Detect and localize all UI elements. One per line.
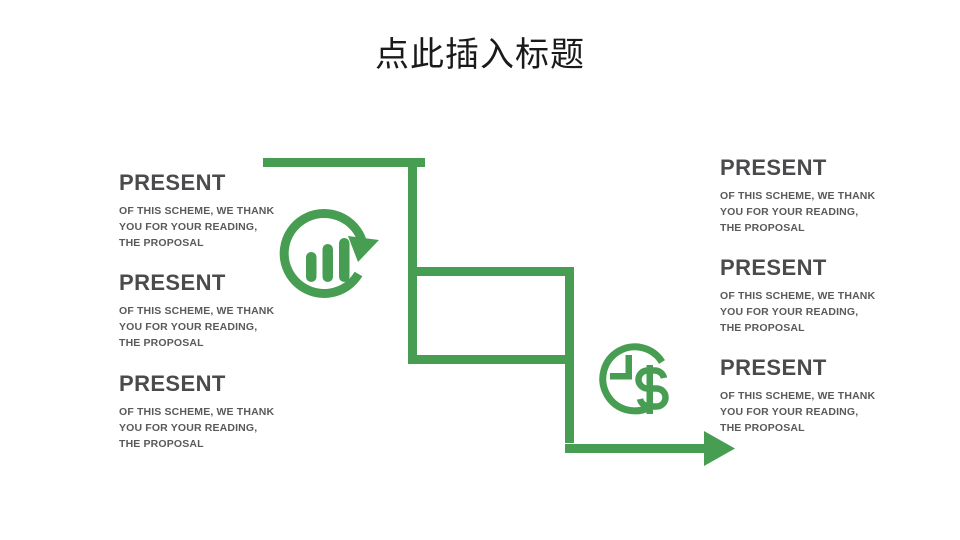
block-body-line: YOU FOR YOUR READING,	[720, 406, 859, 419]
stair-segment-middle-horizontal	[408, 267, 574, 276]
block-heading: PRESENT	[720, 355, 827, 380]
arrow-head-icon	[704, 431, 735, 466]
bar-2	[322, 244, 333, 282]
bar-1	[306, 252, 317, 282]
block-heading: PRESENT	[119, 371, 226, 396]
text-block-left-3: PRESENT OF THIS SCHEME, WE THANK YOU FOR…	[119, 371, 274, 453]
block-body-line: OF THIS SCHEME, WE THANK	[720, 390, 876, 402]
block-body-line: OF THIS SCHEME, WE THANK	[720, 190, 876, 202]
block-body-line: YOU FOR YOUR READING,	[119, 221, 258, 234]
stair-segment-first-vertical	[408, 158, 417, 364]
stair-segment-second-vertical	[565, 267, 574, 443]
clock-dollar-icon	[599, 343, 669, 415]
block-body-line: THE PROPOSAL	[119, 237, 204, 250]
block-heading: PRESENT	[119, 270, 226, 295]
refresh-arc-icon	[279, 208, 367, 298]
clock-hand-minute	[625, 355, 632, 379]
block-heading: PRESENT	[720, 255, 827, 280]
clock-hand-hour	[610, 373, 632, 380]
block-body-line: OF THIS SCHEME, WE THANK	[119, 406, 275, 418]
stair-segment-bottom-shaft	[565, 444, 715, 453]
text-block-left-1: PRESENT OF THIS SCHEME, WE THANK YOU FOR…	[119, 170, 274, 252]
refresh-arrow-head-icon	[348, 236, 379, 262]
block-heading: PRESENT	[119, 170, 226, 195]
block-body-line: THE PROPOSAL	[119, 438, 204, 451]
stair-segment-lower-horizontal	[408, 355, 565, 364]
block-body-line: THE PROPOSAL	[720, 222, 805, 235]
staircase-arrow-graphic	[263, 158, 735, 466]
block-body-line: THE PROPOSAL	[119, 337, 204, 350]
block-body-line: OF THIS SCHEME, WE THANK	[119, 205, 275, 217]
block-body-line: YOU FOR YOUR READING,	[720, 206, 859, 219]
clock-circle-icon	[599, 343, 665, 415]
page-title: 点此插入标题	[375, 35, 585, 75]
block-body-line: YOU FOR YOUR READING,	[119, 321, 258, 334]
text-block-right-1: PRESENT OF THIS SCHEME, WE THANK YOU FOR…	[720, 155, 875, 237]
text-block-right-2: PRESENT OF THIS SCHEME, WE THANK YOU FOR…	[720, 255, 875, 337]
bar-chart-refresh-icon	[279, 208, 379, 298]
block-body-line: OF THIS SCHEME, WE THANK	[119, 305, 275, 317]
block-body-line: OF THIS SCHEME, WE THANK	[720, 290, 876, 302]
block-body-line: THE PROPOSAL	[720, 322, 805, 335]
block-body-line: THE PROPOSAL	[720, 422, 805, 435]
text-block-right-3: PRESENT OF THIS SCHEME, WE THANK YOU FOR…	[720, 355, 875, 437]
stair-segment-top-horizontal	[263, 158, 425, 167]
block-body-line: YOU FOR YOUR READING,	[720, 306, 859, 319]
bar-3	[339, 238, 350, 282]
block-body-line: YOU FOR YOUR READING,	[119, 422, 258, 435]
text-block-left-2: PRESENT OF THIS SCHEME, WE THANK YOU FOR…	[119, 270, 274, 352]
dollar-s-curve	[635, 367, 669, 410]
block-heading: PRESENT	[720, 155, 827, 180]
